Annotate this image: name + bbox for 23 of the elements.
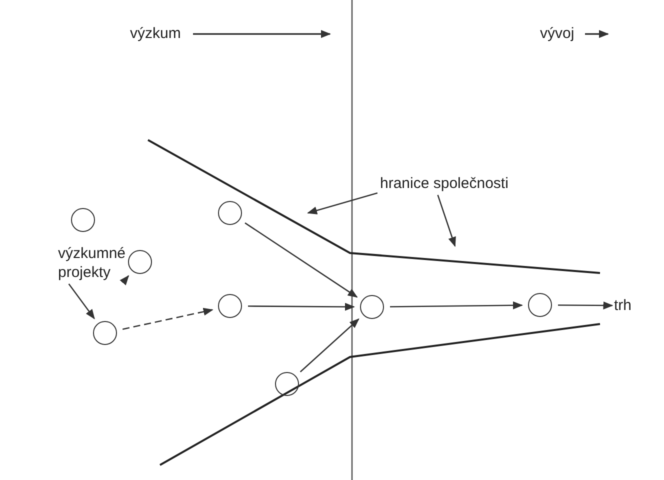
leader-line bbox=[307, 192, 378, 214]
arrow bbox=[248, 302, 355, 311]
annotation-text: trh bbox=[614, 296, 632, 315]
annotation-text: výzkumné projekty bbox=[58, 244, 130, 282]
project-circle bbox=[128, 250, 152, 274]
arrow bbox=[68, 284, 95, 320]
project-circle bbox=[71, 208, 95, 232]
project-circle bbox=[218, 294, 242, 318]
project-circle bbox=[93, 321, 117, 345]
arrow bbox=[122, 308, 214, 330]
arrow bbox=[390, 301, 523, 310]
leader-line bbox=[437, 194, 456, 247]
project-circle bbox=[528, 293, 552, 317]
arrow bbox=[244, 222, 358, 298]
annotation-text: hranice společnosti bbox=[380, 174, 508, 193]
phase-label: výzkum bbox=[130, 24, 181, 43]
arrow bbox=[120, 275, 130, 286]
project-circle bbox=[360, 295, 384, 319]
phase-label: vývoj bbox=[540, 24, 574, 43]
arrow bbox=[558, 301, 614, 310]
project-circle bbox=[275, 372, 299, 396]
project-circle bbox=[218, 201, 242, 225]
arrow bbox=[300, 318, 360, 372]
